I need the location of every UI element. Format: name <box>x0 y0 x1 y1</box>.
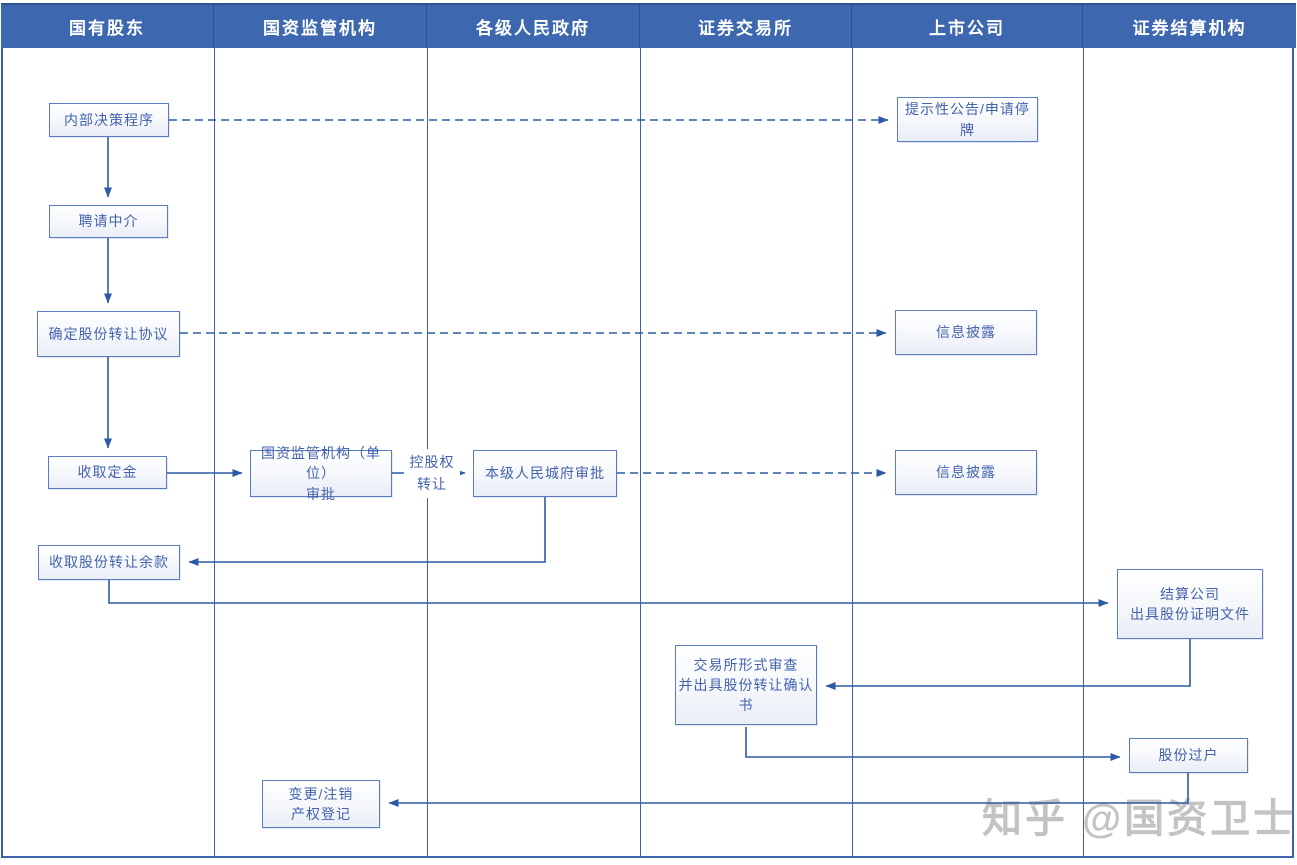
node-government-approval: 本级人民城府审批 <box>473 450 617 497</box>
lane-divider <box>640 48 641 858</box>
node-confirm-agreement: 确定股份转让协议 <box>37 311 180 357</box>
lane-divider <box>214 48 215 858</box>
lane-divider <box>1083 48 1084 858</box>
node-hire-intermediary: 聘请中介 <box>49 205 168 238</box>
lane-header-settlement-institution: 证券结算机构 <box>1083 3 1296 48</box>
node-info-disclosure-1: 信息披露 <box>895 310 1037 355</box>
node-settlement-certificate: 结算公司 出具股份证明文件 <box>1117 569 1263 639</box>
edge-government-to-balance <box>188 497 546 566</box>
node-collect-deposit: 收取定金 <box>48 456 167 489</box>
lane-header-stock-exchange: 证券交易所 <box>640 3 852 48</box>
node-share-transfer: 股份过户 <box>1129 738 1248 773</box>
lane-divider <box>852 48 853 858</box>
node-exchange-review: 交易所形式审查 并出具股份转让确认书 <box>675 645 817 725</box>
watermark: 知乎 @国资卫士 <box>982 797 1297 841</box>
edge-balance-to-settlement <box>108 580 1109 607</box>
node-notice-suspension: 提示性公告/申请停牌 <box>897 97 1038 142</box>
node-sasac-approval: 国资监管机构（单位） 审批 <box>250 445 392 502</box>
node-collect-balance: 收取股份转让余款 <box>38 545 180 580</box>
node-change-registration: 变更/注销 产权登记 <box>262 780 380 828</box>
node-internal-decision: 内部决策程序 <box>49 103 169 137</box>
edge-settlement-to-exchange <box>825 639 1191 690</box>
edge-exchange-to-share-transfer <box>745 727 1121 761</box>
edge-label-control-transfer: 控股权 转让 <box>404 449 460 498</box>
edge-share-transfer-to-registration <box>388 773 1189 807</box>
node-info-disclosure-2: 信息披露 <box>895 450 1037 495</box>
